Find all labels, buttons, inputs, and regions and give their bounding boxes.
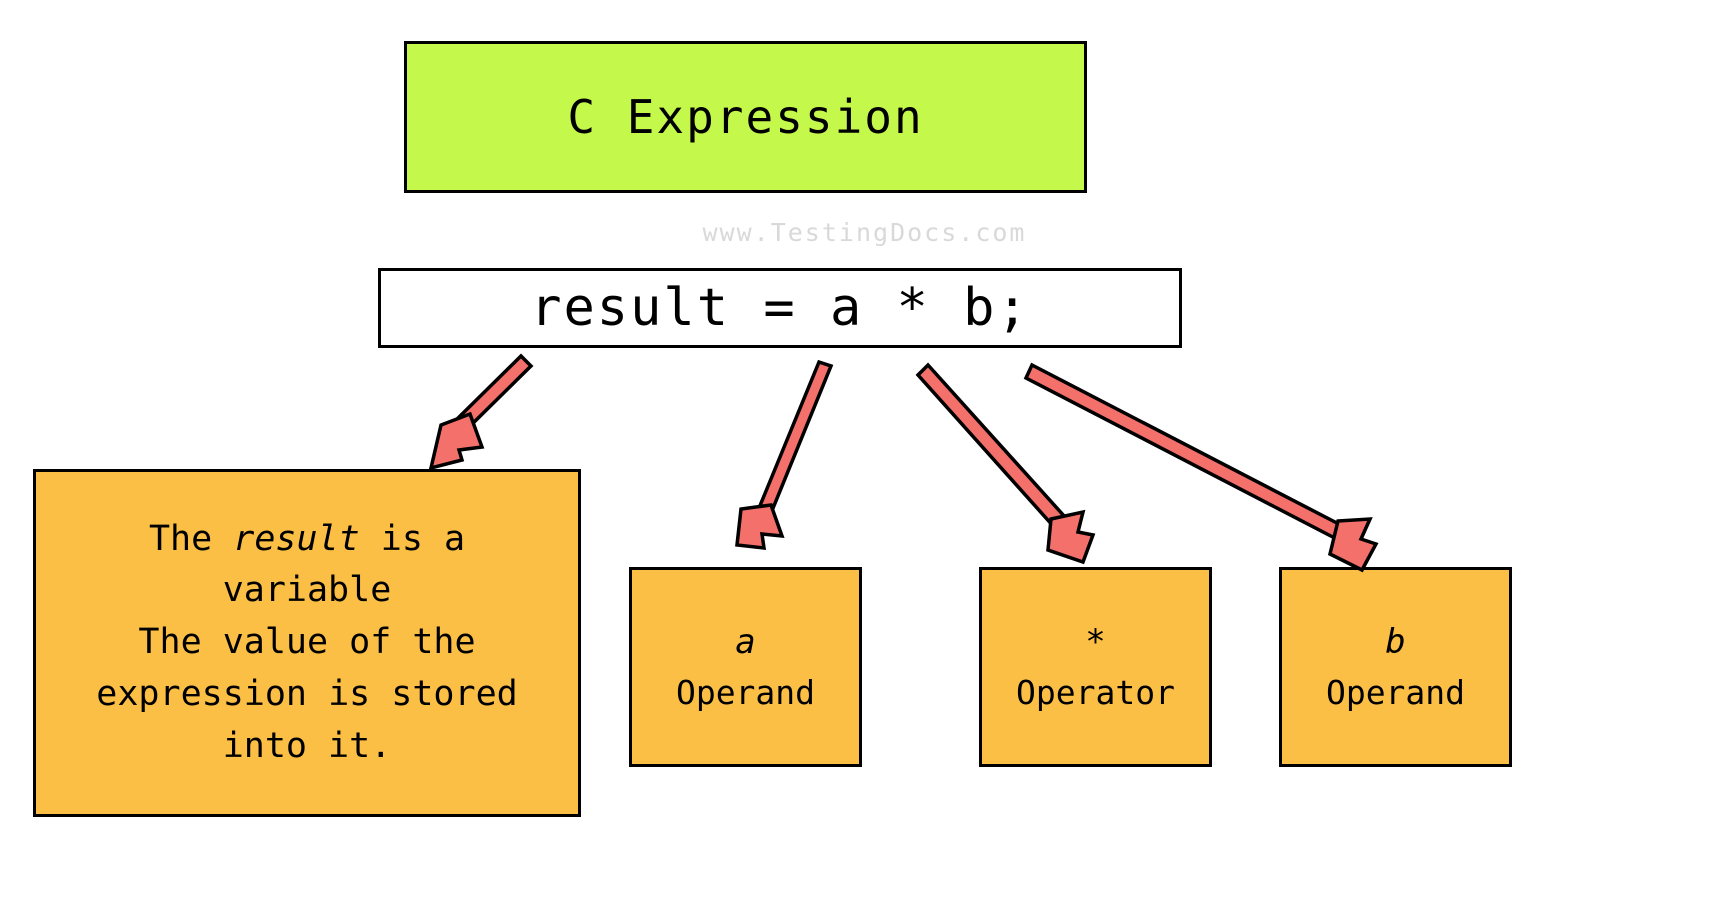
result-note-prefix: The	[148, 518, 234, 559]
page-title: C Expression	[567, 90, 924, 144]
operand-b-symbol: b	[1385, 621, 1406, 662]
operand-a-symbol: a	[735, 621, 756, 662]
expression-box: result = a * b;	[378, 268, 1182, 348]
result-note-line-5: into it.	[222, 725, 392, 766]
operand-b-role: Operand	[1325, 672, 1466, 712]
operator-role: Operator	[1016, 672, 1175, 712]
result-keyword: result	[233, 518, 360, 559]
result-note-line-3: The value of the	[138, 622, 476, 663]
result-note-line-2: variable	[222, 570, 392, 611]
watermark: www.TestingDocs.com	[702, 218, 1027, 247]
result-note-line-4: expression is stored	[96, 673, 518, 714]
operator-box: * Operator	[979, 567, 1212, 767]
result-note-suffix: is a	[359, 518, 466, 559]
operand-a-role: Operand	[675, 672, 816, 712]
result-note-box: The result is a variable The value of th…	[33, 469, 581, 817]
expression-text: result = a * b;	[530, 278, 1030, 338]
title-box: C Expression	[404, 41, 1087, 193]
operand-b-box: b Operand	[1279, 567, 1512, 767]
arrow-to-operator-icon	[915, 362, 1096, 565]
arrow-to-operand-a-icon	[735, 359, 834, 550]
arrow-to-operand-b-icon	[1023, 362, 1379, 573]
result-note-line-1: The result is a	[149, 514, 465, 566]
arrow-to-result-icon	[428, 353, 534, 471]
operand-a-box: a Operand	[629, 567, 862, 767]
operator-symbol: *	[1085, 621, 1106, 662]
